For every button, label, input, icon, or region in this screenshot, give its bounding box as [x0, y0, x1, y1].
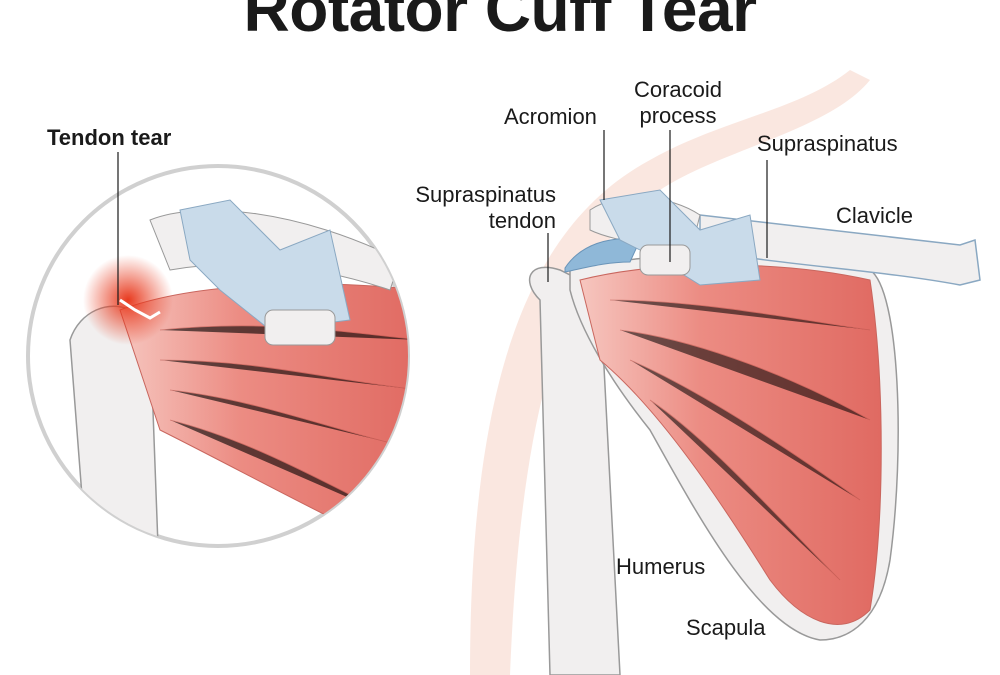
clavicle: [699, 214, 981, 286]
label-supraspinatus-tendon-line1: Supraspinatus: [415, 182, 556, 207]
label-tendon-tear: Tendon tear: [47, 125, 172, 150]
label-supraspinatus-tendon-line2: tendon: [488, 208, 556, 233]
label-supraspinatus: Supraspinatus: [757, 131, 898, 156]
leader-lines: [547, 130, 768, 282]
label-clavicle: Clavicle: [836, 203, 914, 228]
subscapularis-muscle: [579, 264, 882, 625]
humerus: [529, 266, 621, 675]
page-title: Rotator Cuff Tear: [243, 0, 757, 45]
tear-highlight: [83, 255, 173, 345]
label-humerus: Humerus: [616, 554, 706, 579]
label-coracoid-process: Coracoid process: [628, 77, 728, 129]
label-coracoid-line1: Coracoid: [633, 77, 723, 102]
label-coracoid-line2: process: [639, 103, 717, 128]
bursa: [564, 238, 641, 273]
coracoid-process: [639, 244, 691, 276]
ligaments: [599, 189, 761, 286]
label-acromion: Acromion: [504, 104, 597, 129]
main-shoulder-view: [529, 189, 981, 675]
supraspinatus-muscle-inset: [119, 283, 408, 546]
ligaments-inset: [179, 199, 351, 331]
inset-zoom-view: [26, 164, 410, 548]
label-scapula: Scapula: [686, 615, 766, 640]
skin-outline: [470, 70, 870, 675]
label-supraspinatus-tendon: Supraspinatus tendon: [386, 182, 556, 234]
